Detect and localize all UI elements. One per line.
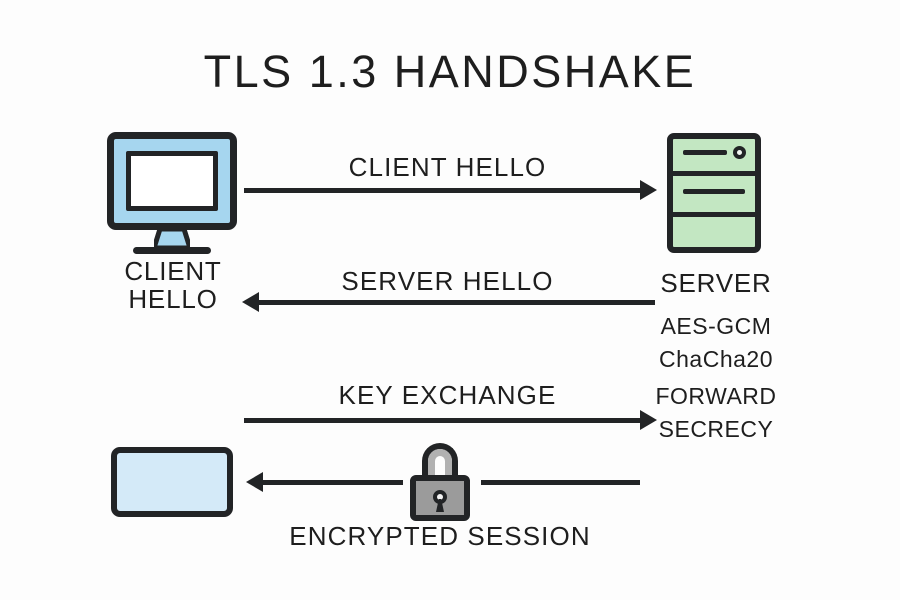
monitor-screen bbox=[126, 151, 218, 211]
server-rack-icon bbox=[667, 133, 761, 253]
message-label-server-hello: SERVER HELLO bbox=[341, 266, 554, 296]
monitor-stand-neck bbox=[154, 229, 190, 248]
server-spec-2: FORWARD bbox=[655, 383, 777, 409]
padlock-shackle-outline bbox=[422, 443, 458, 483]
padlock-keyhole-slot bbox=[436, 499, 444, 512]
message-label-encrypted-session: ENCRYPTED SESSION bbox=[289, 521, 591, 551]
server-divider-1 bbox=[667, 171, 761, 176]
client-label-line2: HELLO bbox=[128, 284, 218, 314]
server-led-icon bbox=[733, 146, 746, 159]
message-label-client-hello: CLIENT HELLO bbox=[348, 152, 547, 182]
server-spec-3: SECRECY bbox=[658, 416, 774, 442]
arrow-head-right-icon bbox=[640, 410, 657, 430]
server-slot-line-1 bbox=[683, 150, 727, 155]
arrow-shaft-left-segment bbox=[263, 480, 403, 485]
arrow-shaft bbox=[244, 418, 640, 423]
server-divider-2 bbox=[667, 212, 761, 217]
monitor-stand-base bbox=[133, 247, 211, 254]
arrow-head-left-icon bbox=[246, 472, 263, 492]
arrow-shaft-right-segment bbox=[481, 480, 640, 485]
page-title: TLS 1.3 HANDSHAKE bbox=[203, 46, 697, 97]
padlock-icon bbox=[410, 443, 470, 521]
server-label: SERVER bbox=[660, 268, 772, 298]
arrow-head-left-icon bbox=[242, 292, 259, 312]
server-slot-line-2 bbox=[683, 189, 745, 194]
arrow-head-right-icon bbox=[640, 180, 657, 200]
monitor-body bbox=[107, 132, 237, 230]
server-spec-1: ChaCha20 bbox=[659, 346, 773, 372]
desktop-monitor-icon bbox=[107, 132, 239, 254]
client-label-line1: CLIENT bbox=[124, 256, 222, 286]
message-label-key-exchange: KEY EXCHANGE bbox=[338, 380, 557, 410]
padlock-shackle-fill bbox=[428, 449, 452, 483]
arrow-shaft bbox=[244, 188, 640, 193]
arrow-shaft bbox=[259, 300, 655, 305]
blank-panel-icon bbox=[111, 447, 233, 517]
server-spec-0: AES-GCM bbox=[660, 313, 772, 339]
